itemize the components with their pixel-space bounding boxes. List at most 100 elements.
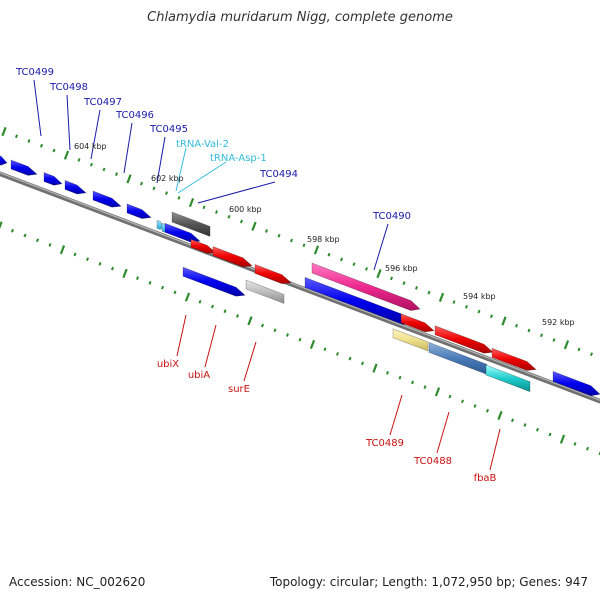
ruler-tick	[98, 262, 102, 266]
forward-gene-label: TC0497	[83, 97, 122, 108]
ruler-tick	[273, 328, 277, 333]
ruler-tick	[477, 309, 481, 314]
ruler-tick	[227, 214, 231, 219]
forward-gene-arrow	[182, 266, 246, 297]
forward-gene-label: TC0499	[15, 67, 54, 78]
forward-gene-arrow	[92, 190, 122, 208]
ruler-tick	[63, 150, 70, 160]
ruler-tick	[414, 286, 419, 290]
ruler-tick	[352, 262, 356, 267]
forward-gene-arrow	[64, 179, 87, 195]
label-leader-line	[66, 94, 71, 151]
ruler-tick	[497, 410, 503, 421]
ruler-tick	[523, 423, 527, 427]
ruler-tick	[302, 243, 306, 248]
ruler-tick	[385, 371, 390, 375]
label-leader-lines	[33, 79, 501, 471]
ruler-tick	[177, 195, 181, 200]
ruler-tick	[110, 266, 115, 271]
forward-gene-arrow	[43, 172, 63, 186]
ruler-tick	[372, 363, 378, 373]
ruler-tick	[202, 205, 206, 210]
ruler-tick	[298, 337, 302, 342]
ruler-tick	[289, 238, 294, 243]
ruler-tick	[1, 126, 7, 137]
ruler-tick	[539, 333, 544, 338]
ruler-tick	[559, 434, 566, 444]
reverse-gene-arrow	[254, 263, 292, 285]
ruler-tick	[102, 167, 106, 172]
ruler-tick	[527, 328, 531, 333]
ruler-tick	[552, 338, 556, 342]
ruler-tick	[114, 172, 119, 177]
trna-label: tRNA-Val-2	[176, 139, 229, 150]
label-leader-line	[436, 411, 450, 454]
ruler-tick	[59, 245, 66, 255]
ruler-tick	[364, 267, 369, 271]
ruler-tick	[198, 299, 202, 304]
reverse-gene-label: ubiA	[188, 370, 210, 381]
label-leader-line	[489, 428, 501, 471]
ruler-tick	[173, 290, 177, 295]
ruler-label: 600 kbp	[229, 205, 262, 214]
forward-gene-arrow	[0, 155, 8, 166]
ruler-tick	[23, 233, 27, 238]
forward-gene-arrow	[126, 203, 152, 219]
ruler-tick	[73, 252, 77, 257]
ruler-tick	[39, 143, 44, 148]
ruler-label: 594 kbp	[463, 292, 496, 301]
reverse-gene-arrow	[491, 347, 537, 371]
ruler-tick	[135, 276, 140, 280]
ruler-tick	[548, 432, 552, 437]
forward-gene-label: TC0490	[372, 211, 411, 222]
other-feature	[392, 328, 429, 352]
ruler-tick	[389, 276, 394, 281]
ruler-tick	[27, 139, 31, 143]
ruler-tick	[452, 300, 456, 304]
label-leader-line	[373, 223, 389, 271]
ruler-tick	[139, 181, 144, 186]
ruler-tick	[77, 158, 81, 162]
ruler-tick	[10, 228, 15, 233]
reverse-gene-label: TC0489	[365, 438, 404, 449]
ruler-label: 596 kbp	[385, 264, 418, 273]
label-leader-line	[197, 181, 276, 204]
ruler-tick	[214, 210, 219, 214]
ruler-tick	[585, 446, 590, 451]
ruler-tick	[309, 339, 316, 350]
genome-backbone-highlight	[0, 172, 600, 401]
ruler-tick	[438, 292, 445, 302]
ruler-tick	[264, 229, 269, 233]
gene-labels: TC0499TC0498TC0497TC0496TC0495TC0494TC04…	[15, 67, 497, 484]
ruler-tick	[48, 243, 52, 247]
ruler-tick	[464, 304, 469, 309]
ruler-tick	[251, 221, 257, 231]
ruler-tick	[573, 442, 577, 446]
label-leader-line	[156, 136, 166, 184]
ruler-tick	[589, 352, 594, 357]
ruler-tick	[489, 314, 494, 319]
ruler-tick	[52, 148, 56, 153]
ruler-tick	[348, 356, 352, 361]
ruler-tick	[360, 361, 365, 366]
genome-summary-text: Topology: circular; Length: 1,072,950 bp…	[269, 575, 588, 589]
ruler-tick	[223, 309, 227, 314]
label-leader-line	[204, 324, 217, 368]
genome-backbone	[0, 171, 600, 404]
ruler-tick	[335, 352, 340, 356]
forward-gene-label: TC0498	[49, 82, 88, 93]
ruler-tick	[160, 285, 165, 290]
ruler-tick	[398, 375, 402, 380]
ruler-tick	[277, 233, 281, 238]
ruler-tick	[210, 304, 215, 309]
label-leader-line	[243, 341, 257, 382]
forward-gene-label: TC0496	[115, 110, 154, 121]
ruler-label: 598 kbp	[307, 235, 340, 244]
reverse-gene-label: ubiX	[157, 359, 179, 370]
ruler-tick	[0, 221, 3, 230]
ruler-label: 592 kbp	[542, 318, 575, 327]
label-leader-line	[90, 109, 101, 160]
ruler-label: 604 kbp	[74, 142, 107, 151]
